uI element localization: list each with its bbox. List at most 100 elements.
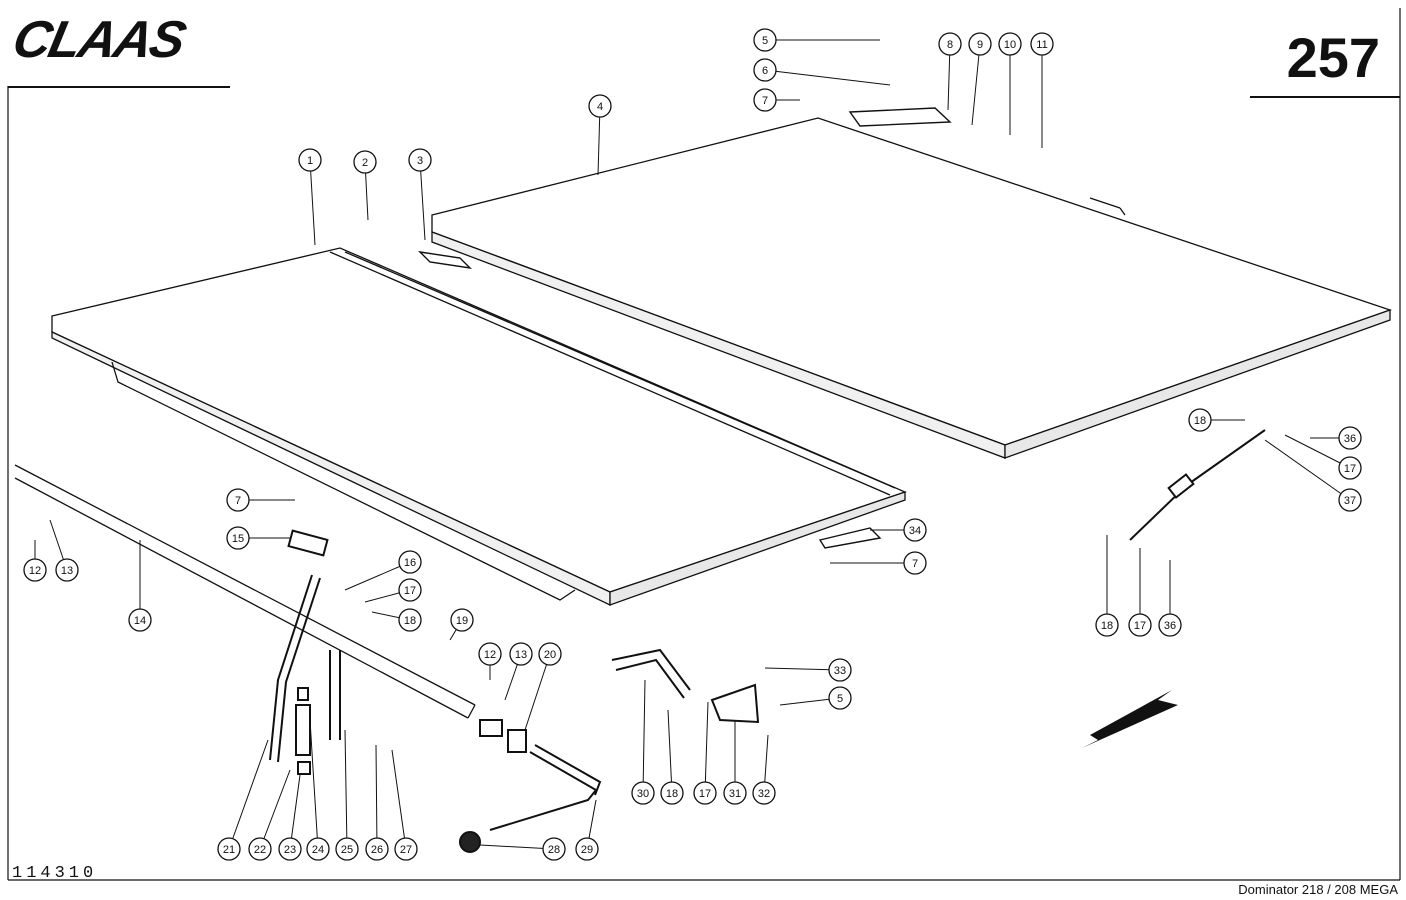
callout-label: 21 [223, 844, 235, 856]
leader-line-28 [479, 844, 555, 850]
callout-label: 7 [912, 558, 918, 570]
callout-label: 17 [1344, 463, 1356, 475]
callout-circle [1338, 488, 1362, 512]
callout-12: 12 [478, 642, 502, 666]
callout-label: 29 [581, 844, 593, 856]
callout-circle [828, 658, 852, 682]
callout-label: 17 [1134, 620, 1146, 632]
callout-circle [631, 781, 655, 805]
callout-circle [1030, 32, 1054, 56]
callout-5: 5 [828, 686, 852, 710]
model-label: Dominator 218 / 208 MEGA [1238, 882, 1398, 897]
callout-circle [538, 642, 562, 666]
callout-8: 8 [938, 32, 962, 56]
callout-circle [226, 488, 250, 512]
leader-line-17 [704, 701, 709, 794]
callout-circle [394, 837, 418, 861]
callout-37: 37 [1338, 488, 1362, 512]
callout-label: 36 [1344, 433, 1356, 445]
callout-circle [903, 518, 927, 542]
callout-17: 17 [693, 781, 717, 805]
callout-19: 19 [450, 608, 474, 632]
callout-circle [278, 837, 302, 861]
callout-circle [753, 88, 777, 112]
callout-circle [588, 94, 612, 118]
callout-label: 28 [548, 844, 560, 856]
leader-line-25 [344, 729, 348, 850]
callout-circle [450, 608, 474, 632]
callout-25: 25 [335, 837, 359, 861]
callout-label: 10 [1004, 39, 1016, 51]
callout-label: 5 [762, 35, 768, 47]
frame-lines [7, 8, 1401, 881]
callout-circle [828, 686, 852, 710]
callout-label: 15 [232, 533, 244, 545]
callout-circle [298, 148, 322, 172]
leader-line-26 [375, 744, 378, 850]
callout-label: 32 [758, 788, 770, 800]
callout-17: 17 [1338, 456, 1362, 480]
callout-20: 20 [538, 642, 562, 666]
callout-circle [128, 608, 152, 632]
leader-line-22 [259, 769, 291, 850]
callout-7: 7 [226, 488, 250, 512]
callout-9: 9 [968, 32, 992, 56]
callout-18: 18 [1188, 408, 1212, 432]
leader-line-24 [309, 719, 319, 850]
callout-circle [575, 837, 599, 861]
callout-label: 12 [29, 565, 41, 577]
callout-14: 14 [128, 608, 152, 632]
callout-label: 17 [699, 788, 711, 800]
leader-line-30 [642, 679, 646, 794]
callout-circle [693, 781, 717, 805]
callout-circle [217, 837, 241, 861]
rail-14 [14, 464, 476, 719]
callout-circle [542, 837, 566, 861]
callout-label: 18 [1194, 415, 1206, 427]
callout-label: 2 [362, 157, 368, 169]
callout-circle [398, 578, 422, 602]
callout-label: 16 [404, 557, 416, 569]
callout-label: 17 [404, 585, 416, 597]
leader-line-17 [1284, 434, 1351, 469]
callout-circle [365, 837, 389, 861]
panel-4 [431, 117, 1393, 459]
callout-circle [55, 558, 79, 582]
callout-circle [752, 781, 776, 805]
panel-1 [51, 247, 907, 607]
crank-29 [459, 719, 602, 853]
callout-circle [353, 150, 377, 174]
callout-circle [478, 642, 502, 666]
leader-line-1 [309, 159, 316, 246]
callout-17: 17 [1128, 613, 1152, 637]
callout-17: 17 [398, 578, 422, 602]
callout-16: 16 [398, 550, 422, 574]
callout-label: 13 [515, 649, 527, 661]
leader-line-23 [289, 774, 301, 850]
callout-circle [723, 781, 747, 805]
callout-23: 23 [278, 837, 302, 861]
callout-circle [903, 551, 927, 575]
callout-label: 22 [254, 844, 266, 856]
callout-11: 11 [1030, 32, 1054, 56]
rod-21 [269, 529, 341, 775]
leader-line-21 [228, 739, 269, 850]
callout-1: 1 [298, 148, 322, 172]
callout-13: 13 [509, 642, 533, 666]
callout-circle [1338, 426, 1362, 450]
callout-2: 2 [353, 150, 377, 174]
callout-circle [398, 608, 422, 632]
callout-label: 7 [235, 495, 241, 507]
lever-30 [611, 648, 760, 724]
callout-circle [408, 148, 432, 172]
callout-circle [660, 781, 684, 805]
callout-22: 22 [248, 837, 272, 861]
callout-circle [753, 28, 777, 52]
callout-36: 36 [1158, 613, 1182, 637]
leader-line-16 [344, 561, 411, 591]
callout-label: 9 [977, 39, 983, 51]
callout-circle [398, 550, 422, 574]
callout-label: 31 [729, 788, 741, 800]
